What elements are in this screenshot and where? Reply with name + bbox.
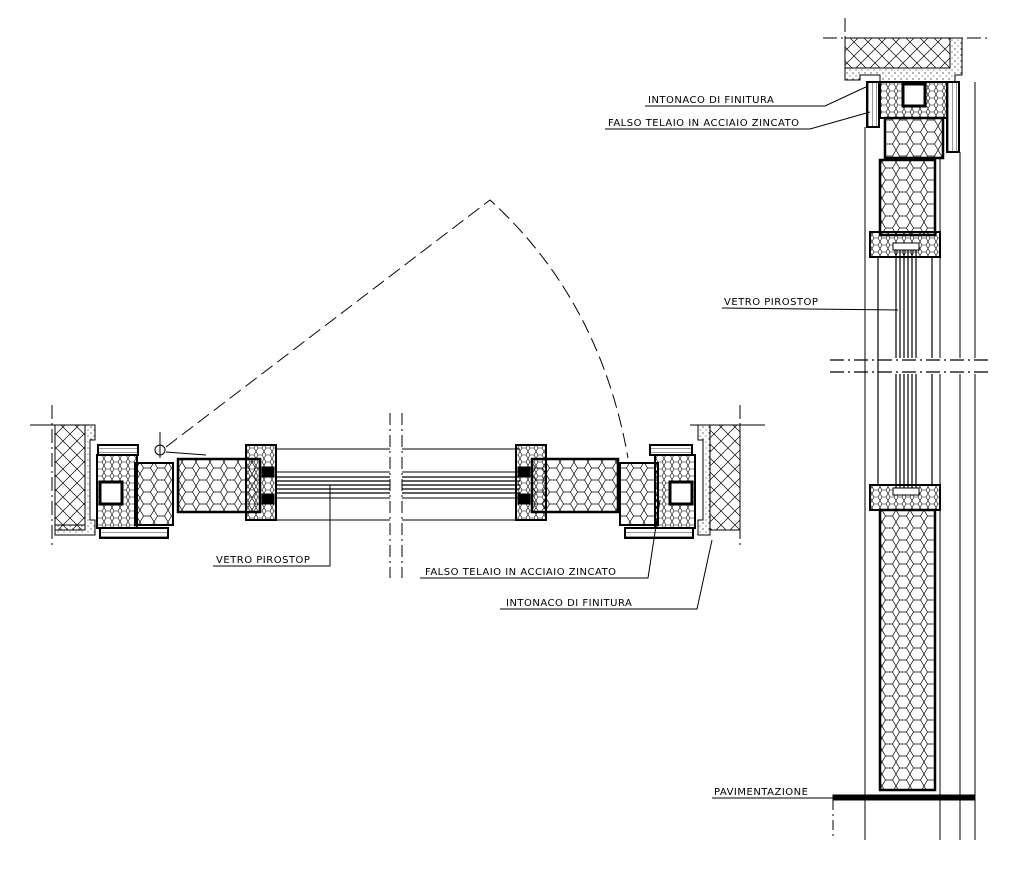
section-floor [832,794,976,801]
door-swing-arc [165,199,629,459]
section-frame-head [866,81,960,160]
plan-right-frame [619,444,696,539]
plan-label-glass: VETRO PIROSTOP [216,555,311,566]
section-top-wall [823,18,990,83]
plan-label-subframe: FALSO TELAIO IN ACCIAIO ZINCATO [425,567,617,578]
plan-door-leaf-right [515,444,620,521]
plan-left-wall [30,405,96,545]
section-label-plaster: INTONACO DI FINITURA [648,95,775,106]
plan-right-wall [690,405,765,545]
plan-label-plaster: INTONACO DI FINITURA [506,598,633,609]
section-label-glass: VETRO PIROSTOP [724,297,819,308]
section-leaders [605,85,899,799]
plan-left-frame [96,432,207,539]
section-label-floor: PAVIMENTAZIONE [714,787,809,798]
plan-glass [276,413,520,578]
section-door-leaf [869,158,941,792]
section-label-subframe: FALSO TELAIO IN ACCIAIO ZINCATO [608,118,800,129]
plan-leaders [213,485,713,610]
section-glass [830,242,992,496]
plan-door-leaf-left [176,444,277,521]
